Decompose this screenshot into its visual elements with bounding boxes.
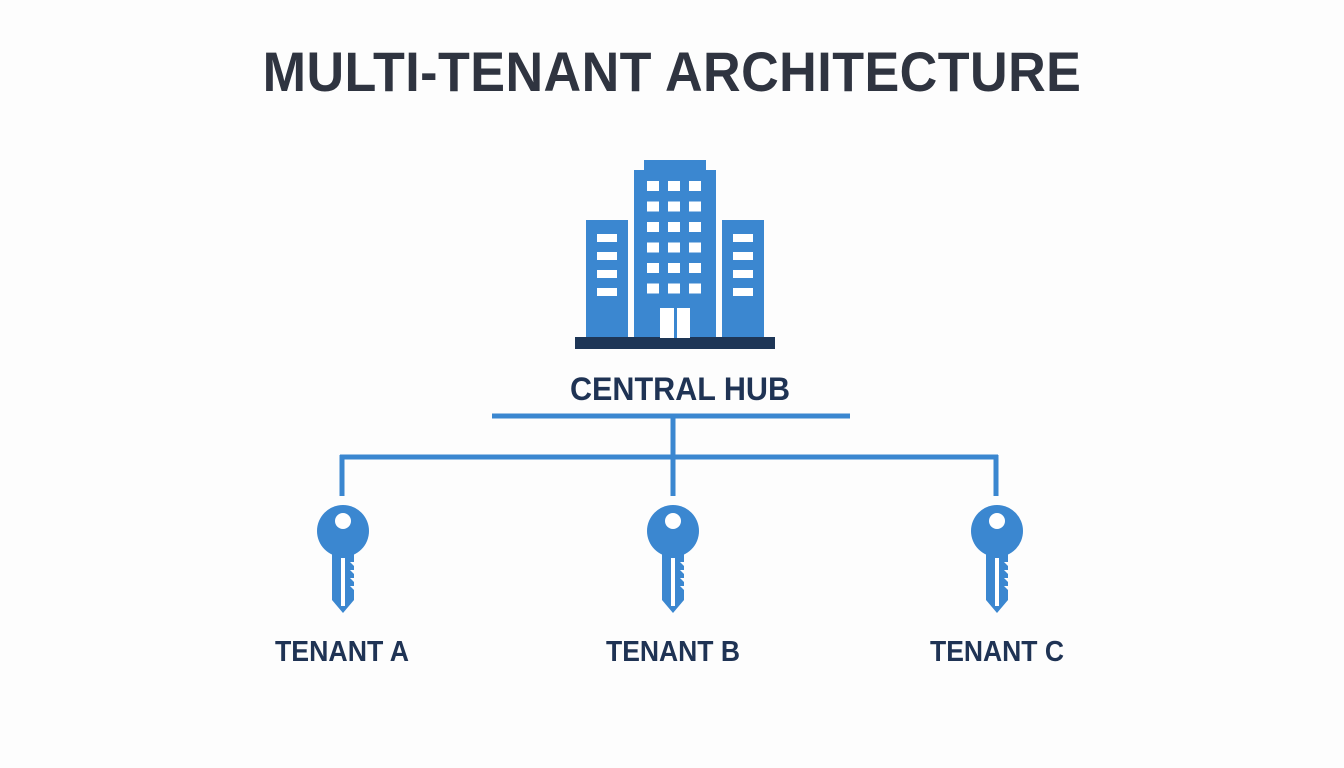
building-window: [689, 181, 701, 191]
page-title: MULTI-TENANT ARCHITECTURE: [262, 40, 1082, 103]
building-window: [668, 283, 680, 294]
key-bow: [317, 505, 369, 557]
key-hole: [989, 513, 1005, 529]
key-groove: [995, 558, 999, 606]
building-window: [733, 270, 753, 278]
building-window: [668, 242, 680, 253]
building-door-divider: [674, 308, 677, 338]
key-groove: [341, 558, 345, 606]
building-window: [647, 181, 659, 191]
key-hole: [665, 513, 681, 529]
key-bow: [971, 505, 1023, 557]
building-window: [689, 222, 701, 232]
building-window: [597, 270, 617, 278]
building-center-cap: [644, 160, 706, 170]
building-window: [597, 288, 617, 296]
building-window: [647, 283, 659, 294]
tenant-a-label: TENANT A: [275, 636, 409, 668]
tenant-a-key-icon: [317, 505, 369, 613]
building-window: [597, 252, 617, 260]
key-hole: [335, 513, 351, 529]
building-window: [668, 201, 680, 212]
building-window: [733, 288, 753, 296]
tenant-c-label: TENANT C: [930, 636, 1064, 668]
building-window: [668, 181, 680, 191]
building-window: [689, 201, 701, 212]
building-windows: [597, 181, 753, 296]
building-window: [668, 263, 680, 273]
building-base: [575, 337, 775, 349]
building-window: [689, 263, 701, 273]
hub-label: CENTRAL HUB: [570, 371, 790, 407]
connector-lines: [339, 413, 999, 496]
building-window: [668, 222, 680, 232]
tenant-c-key-icon: [971, 505, 1023, 613]
building-icon: [575, 160, 775, 349]
building-window: [647, 263, 659, 273]
building-window: [647, 242, 659, 253]
building-window: [733, 234, 753, 242]
building-window: [647, 222, 659, 232]
building-window: [647, 201, 659, 212]
building-window: [689, 283, 701, 294]
tenant-b-key-icon: [647, 505, 699, 613]
key-groove: [671, 558, 675, 606]
building-window: [689, 242, 701, 253]
tenant-b-label: TENANT B: [606, 636, 740, 668]
building-window: [597, 234, 617, 242]
key-bow: [647, 505, 699, 557]
building-window: [733, 252, 753, 260]
